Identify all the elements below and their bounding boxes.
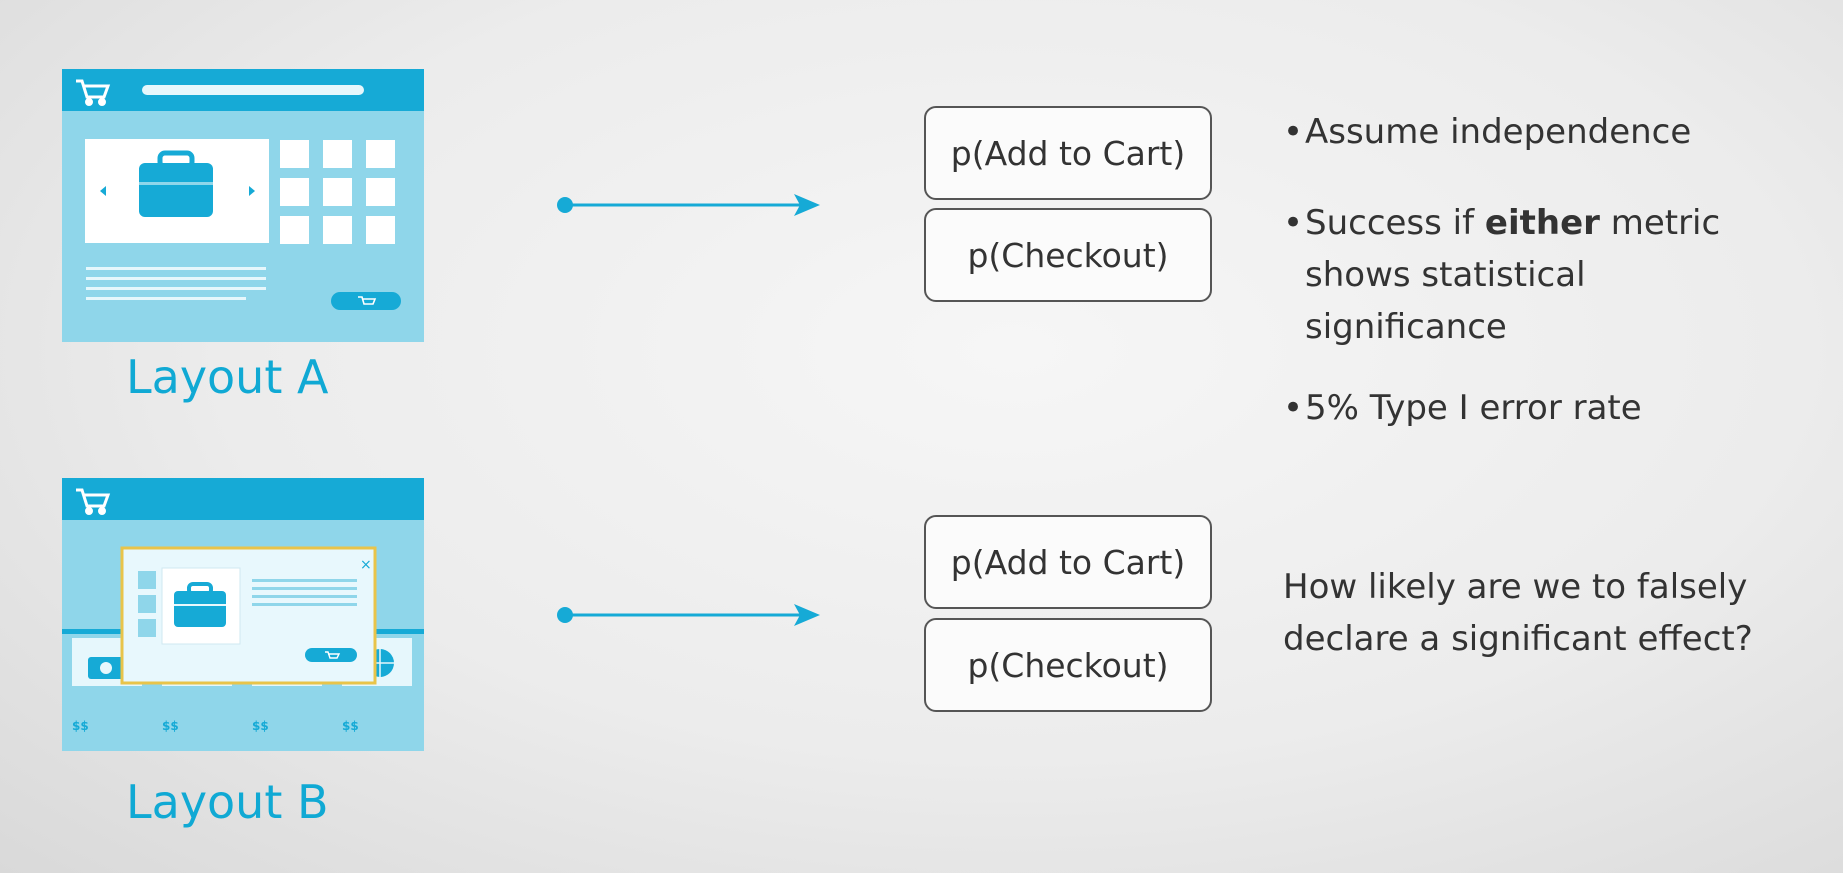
- question-text: How likely are we to falsely declare a s…: [1283, 567, 1753, 659]
- price-label: $$: [72, 719, 89, 733]
- bullet-success-either: •Success if either metric shows statisti…: [1283, 203, 1721, 347]
- layout-b-mockup: × $$ $$ $$ $$: [62, 478, 424, 751]
- arrow-layout-a: [557, 194, 820, 216]
- metric-add-to-cart-b: p(Add to Cart): [924, 515, 1212, 609]
- bullet-assume-independence: •Assume independence: [1283, 112, 1692, 152]
- thumbnail-grid: [280, 140, 395, 244]
- add-to-cart-button-mock: [331, 292, 401, 310]
- metric-checkout-a: p(Checkout): [924, 208, 1212, 302]
- popup-modal: ×: [120, 546, 377, 685]
- layout-a-caption: Layout A: [126, 350, 329, 404]
- metric-checkout-b: p(Checkout): [924, 618, 1212, 712]
- cart-icon: [76, 79, 111, 106]
- layout-a-mockup: [62, 69, 424, 342]
- camera-icon: [88, 657, 124, 679]
- price-label: $$: [162, 719, 179, 733]
- layout-b-caption: Layout B: [126, 775, 329, 829]
- cart-icon: [76, 488, 111, 515]
- price-label: $$: [342, 719, 359, 733]
- bullet-type-i-error: •5% Type I error rate: [1283, 388, 1642, 428]
- search-bar: [142, 85, 364, 95]
- price-label: $$: [252, 719, 269, 733]
- metric-add-to-cart-a: p(Add to Cart): [924, 106, 1212, 200]
- briefcase-icon: [174, 582, 226, 627]
- briefcase-icon: [139, 150, 213, 217]
- close-icon: ×: [360, 557, 372, 573]
- arrow-layout-b: [557, 604, 820, 626]
